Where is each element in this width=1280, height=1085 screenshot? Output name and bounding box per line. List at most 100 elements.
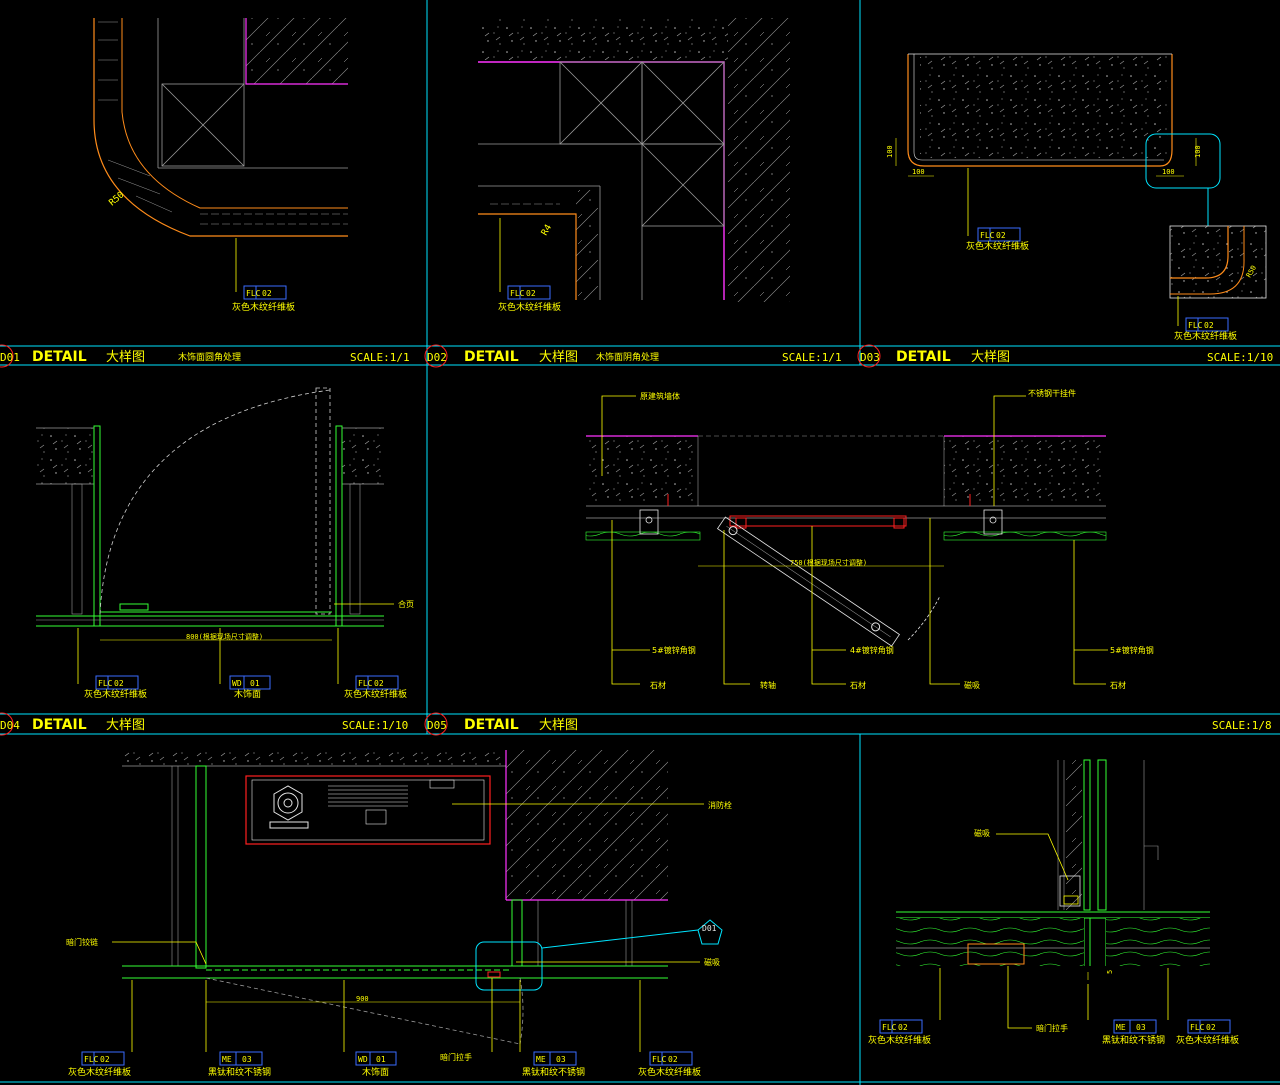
title-num: D03 xyxy=(860,351,880,364)
magnet-label: 磁吸 xyxy=(964,680,980,690)
material-code: ME xyxy=(536,1055,546,1064)
material-code: WD xyxy=(232,679,242,688)
material-name: 灰色木纹纤维板 xyxy=(84,688,147,700)
title-cn: 大样图 xyxy=(971,350,1010,365)
title-cn: 大样图 xyxy=(539,718,578,733)
material-no: 02 xyxy=(668,1055,678,1064)
material-name: 灰色木纹纤维板 xyxy=(1174,330,1237,342)
dim-label: 100 xyxy=(1194,145,1202,158)
material-no: 02 xyxy=(898,1023,908,1032)
material-no: 03 xyxy=(556,1055,566,1064)
title-scale: SCALE:1/1 xyxy=(350,351,410,364)
magnet-label: 磁吸 xyxy=(704,957,720,967)
material-name: 灰色木纹纤维板 xyxy=(498,301,561,313)
material-name: 灰色木纹纤维板 xyxy=(868,1034,931,1046)
detail-d05: 750(根据现场尺寸调整) 原建筑墙体 不锈钢干挂件 5#镀锌角钢 石材 转轴 … xyxy=(585,388,1154,690)
material-no: 02 xyxy=(526,289,536,298)
material-code: FLC xyxy=(980,231,995,240)
material-no: 01 xyxy=(250,679,260,688)
material-name: 灰色木纹纤维板 xyxy=(1176,1034,1239,1046)
stone-label: 石材 xyxy=(1110,680,1126,690)
material-no: 02 xyxy=(996,231,1006,240)
material-no: 02 xyxy=(100,1055,110,1064)
hinge-label: 合页 xyxy=(398,599,414,609)
material-code: FLC xyxy=(510,289,525,298)
handle-label: 暗门拉手 xyxy=(1036,1023,1068,1033)
material-code: FLC xyxy=(882,1023,897,1032)
magnet-label: 磁吸 xyxy=(974,828,990,838)
width-dim: 800(根据现场尺寸调整) xyxy=(186,632,263,641)
material-name: 灰色木纹纤维板 xyxy=(638,1066,701,1078)
material-name: 灰色木纹纤维板 xyxy=(232,301,295,313)
title-bar-d05: D05 DETAIL 大样图 SCALE:1/8 xyxy=(424,712,1272,736)
title-sub: 木饰面阴角处理 xyxy=(596,351,659,363)
title-word: DETAIL xyxy=(32,349,87,365)
material-code: ME xyxy=(1116,1023,1126,1032)
radius-label: R50 xyxy=(108,190,127,208)
detail-d03: 100 100 100 100 R50 FLC 02 灰色木纹纤维板 FLC 0… xyxy=(886,53,1267,342)
width-dim: 900 xyxy=(356,995,369,1003)
dim-label: 100 xyxy=(912,168,925,176)
detail-d06: 消防栓 900 D01 暗门铰链 磁吸 xyxy=(66,750,732,1078)
title-cn: 大样图 xyxy=(106,718,145,733)
title-num: D05 xyxy=(427,719,447,732)
radius-label: R4 xyxy=(540,223,554,237)
title-bar-d01: D01 DETAIL 大样图 木饰面圆角处理 SCALE:1/1 xyxy=(0,344,410,368)
material-code: FLC xyxy=(98,679,113,688)
callout-ref: D01 xyxy=(702,924,717,933)
title-sub: 木饰面圆角处理 xyxy=(178,351,241,363)
detail-d04: 800(根据现场尺寸调整) 合页 FLC 02 灰色木纹纤维板 WD 01 木饰… xyxy=(36,387,414,700)
material-no: 03 xyxy=(1136,1023,1146,1032)
dim-label: 100 xyxy=(886,145,894,158)
title-num: D01 xyxy=(0,351,20,364)
title-word: DETAIL xyxy=(896,349,951,365)
material-name: 灰色木纹纤维板 xyxy=(344,688,407,700)
material-name: 木饰面 xyxy=(362,1066,389,1078)
stone-label: 石材 xyxy=(850,680,866,690)
material-no: 02 xyxy=(1206,1023,1216,1032)
material-no: 02 xyxy=(262,289,272,298)
title-scale: SCALE:1/10 xyxy=(1207,351,1273,364)
detail-d02: R4 FLC 02 灰色木纹纤维板 xyxy=(478,18,790,313)
material-name: 黑钛和纹不锈钢 xyxy=(1102,1034,1165,1046)
handle-label: 暗门拉手 xyxy=(440,1052,472,1062)
dim-label: 100 xyxy=(1162,168,1175,176)
angle-label: 5#镀锌角钢 xyxy=(1110,645,1154,655)
material-name: 灰色木纹纤维板 xyxy=(68,1066,131,1078)
material-no: 02 xyxy=(374,679,384,688)
material-code: FLC xyxy=(652,1055,667,1064)
material-name: 灰色木纹纤维板 xyxy=(966,240,1029,252)
pivot-label: 转轴 xyxy=(760,680,776,690)
angle-label: 4#镀锌角钢 xyxy=(850,645,894,655)
stone-label: 石材 xyxy=(650,680,666,690)
detail-d01: R50 FLC 02 灰色木纹纤维板 xyxy=(93,18,348,313)
title-num: D04 xyxy=(0,719,20,732)
title-bar-d03: D03 DETAIL 大样图 SCALE:1/10 xyxy=(857,344,1273,368)
title-cn: 大样图 xyxy=(539,350,578,365)
title-cn: 大样图 xyxy=(106,350,145,365)
title-word: DETAIL xyxy=(464,717,519,733)
material-code: FLC xyxy=(246,289,261,298)
material-code: FLC xyxy=(1190,1023,1205,1032)
material-name: 木饰面 xyxy=(234,688,261,700)
title-bar-d02: D02 DETAIL 大样图 木饰面阴角处理 SCALE:1/1 xyxy=(424,344,842,368)
material-code: FLC xyxy=(84,1055,99,1064)
title-bar-d04: D04 DETAIL 大样图 SCALE:1/10 xyxy=(0,712,408,736)
material-code: FLC xyxy=(358,679,373,688)
title-word: DETAIL xyxy=(464,349,519,365)
title-word: DETAIL xyxy=(32,717,87,733)
material-code: FLC xyxy=(1188,321,1203,330)
width-dim: 750(根据现场尺寸调整) xyxy=(790,558,867,567)
title-scale: SCALE:1/1 xyxy=(782,351,842,364)
material-code: WD xyxy=(358,1055,368,1064)
material-no: 01 xyxy=(376,1055,386,1064)
angle-label: 5#镀锌角钢 xyxy=(652,645,696,655)
gap-dim: 5 xyxy=(1106,970,1114,974)
wall-label: 原建筑墙体 xyxy=(640,391,680,401)
title-num: D02 xyxy=(427,351,447,364)
detail-d07: 5 磁吸 FLC 02 灰色木纹纤维板 暗门拉手 ME 03 黑钛和纹不锈钢 F… xyxy=(868,759,1239,1046)
material-name: 黑钛和纹不锈钢 xyxy=(522,1066,585,1078)
hydrant-label: 消防栓 xyxy=(708,800,732,810)
hanger-label: 不锈钢干挂件 xyxy=(1028,388,1076,398)
